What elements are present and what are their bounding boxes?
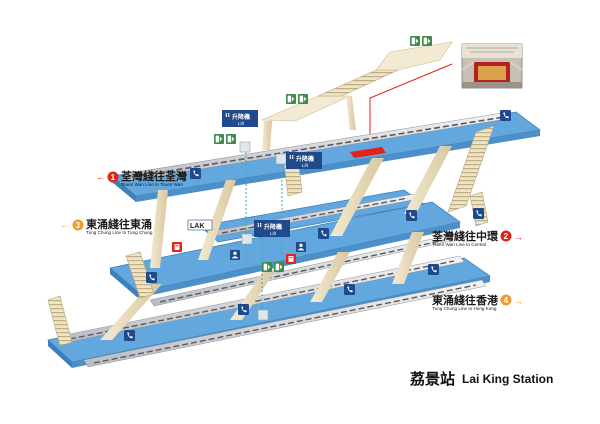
lift-icon: [288, 154, 295, 161]
platform-number: 3: [76, 221, 81, 230]
station-photo-inset: [462, 44, 522, 88]
telephone-icon: [318, 228, 329, 239]
station-title-en: Lai King Station: [462, 372, 553, 386]
lift-label-3: 升降機 Lift: [254, 220, 290, 237]
platform-number: 2: [504, 232, 509, 241]
ticket-machine-icon: [286, 254, 296, 264]
lift-label-en: Lift: [270, 231, 277, 236]
exit-sign-icon: [286, 94, 296, 104]
telephone-icon: [238, 304, 249, 315]
customer-service-icon: [230, 250, 240, 260]
lift-label-en: Lift: [302, 163, 309, 168]
left-arrow-icon: ←: [96, 172, 105, 182]
right-arrow-icon: →: [514, 296, 523, 306]
exit-sign-icon: [214, 134, 224, 144]
exit-sign-icon: [274, 262, 284, 272]
direction-sign-cn: 荃灣綫往荃灣: [121, 169, 187, 183]
exit-sign-icon: [422, 36, 432, 46]
left-arrow-icon: ←: [60, 220, 69, 230]
exit-sign-icon: [410, 36, 420, 46]
telephone-icon: [473, 208, 484, 219]
lift-label-cn: 升降機: [264, 223, 282, 231]
exit-code-text: LAK: [190, 223, 204, 230]
exit-code-badge: LAK: [188, 220, 212, 230]
exit-sign-icon: [226, 134, 236, 144]
exit-sign-icon: [298, 94, 308, 104]
direction-sign-cn: 東涌綫往東涌: [86, 217, 152, 231]
lift-icon: [224, 112, 231, 119]
right-arrow-icon: →: [514, 232, 523, 242]
direction-sign-en: Tsuen Wan Line to Tsuen Wan: [121, 182, 183, 187]
direction-sign-en: Tsuen Wan Line to Central: [432, 242, 486, 247]
direction-sign-central: 荃灣綫往中環 Tsuen Wan Line to Central 2 →: [432, 229, 523, 247]
telephone-icon: [190, 168, 201, 179]
lift-label-2: 升降機 Lift: [286, 152, 322, 169]
ticket-machine-icon: [172, 242, 182, 252]
telephone-icon: [344, 284, 355, 295]
platform-number: 4: [504, 296, 509, 305]
station-title: 荔景站 Lai King Station: [410, 370, 553, 388]
lift-label-cn: 升降機: [296, 155, 314, 163]
direction-sign-en: Tung Chung Line to Tung Chung: [86, 230, 153, 235]
lift-label-cn: 升降機: [232, 113, 250, 121]
telephone-icon: [500, 110, 511, 121]
telephone-icon: [146, 272, 157, 283]
station-title-cn: 荔景站: [410, 370, 455, 388]
platform-number: 1: [111, 173, 116, 182]
direction-sign-tung-chung: ← 3 東涌綫往東涌 Tung Chung Line to Tung Chung: [60, 217, 153, 235]
direction-sign-hong-kong: 東涌綫往香港 Tung Chung Line to Hong Kong 4 →: [432, 293, 523, 311]
direction-sign-tsuen-wan: ← 1 荃灣綫往荃灣 Tsuen Wan Line to Tsuen Wan: [96, 169, 187, 187]
lift-label-en: Lift: [238, 121, 245, 126]
lift-icon: [256, 222, 263, 229]
direction-sign-cn: 東涌綫往香港: [432, 293, 499, 307]
direction-sign-en: Tung Chung Line to Hong Kong: [432, 306, 497, 311]
telephone-icon: [428, 264, 439, 275]
exit-sign-icon: [262, 262, 272, 272]
telephone-icon: [124, 330, 135, 341]
customer-service-icon: [296, 242, 306, 252]
lift-label-1: 升降機 Lift: [222, 110, 258, 127]
telephone-icon: [406, 210, 417, 221]
direction-sign-cn: 荃灣綫往中環: [432, 229, 499, 243]
